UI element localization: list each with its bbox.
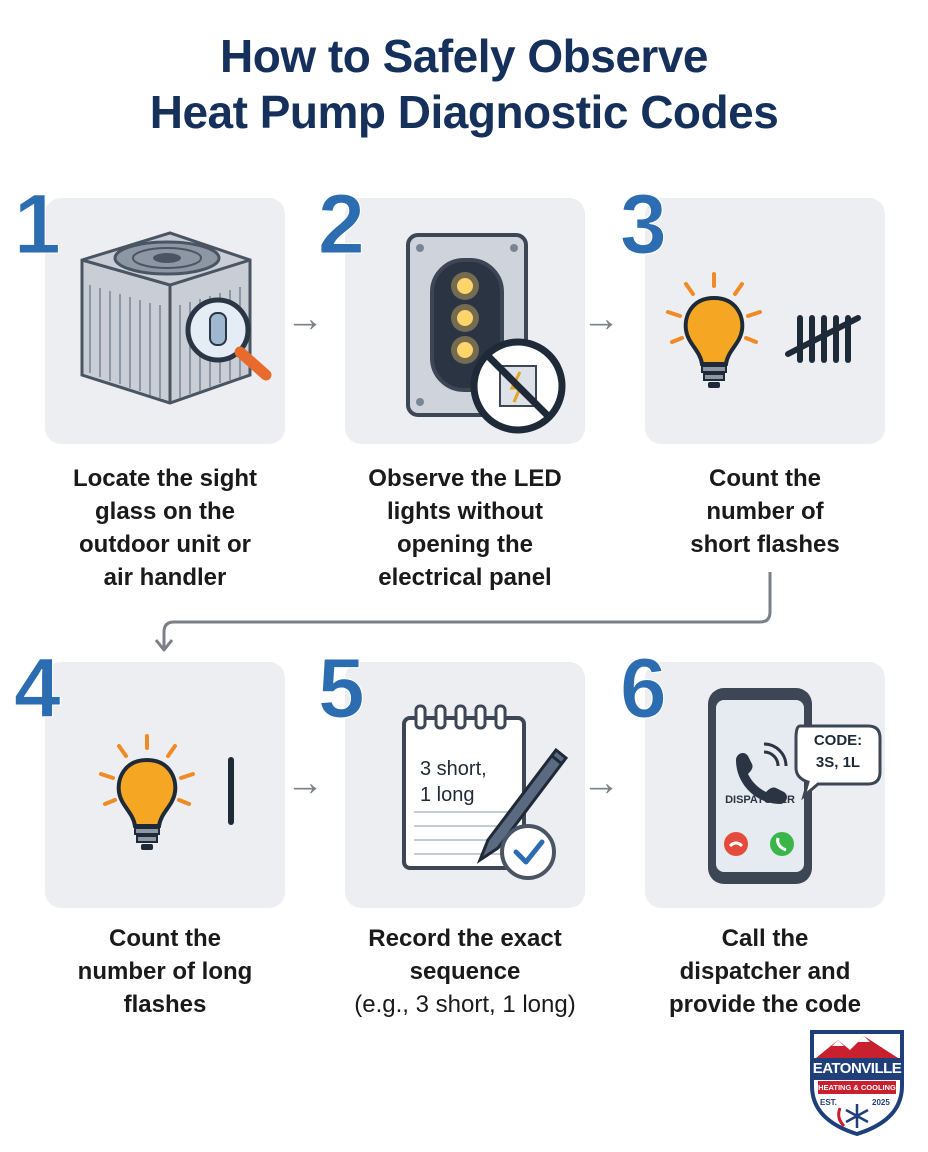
step-4-caption: Count the number of long flashes bbox=[77, 925, 253, 1018]
step-5-caption: Record the exact sequence (e.g., 3 short… bbox=[354, 925, 576, 1018]
code-bubble: CODE: 3S, 1L bbox=[813, 732, 863, 771]
step-1-caption: Locate the sight glass on the outdoor un… bbox=[72, 465, 258, 591]
logo-name: EATONVILLE bbox=[812, 1060, 902, 1077]
arrow-5-to-6: → bbox=[582, 762, 620, 804]
bulb-tally-icon bbox=[666, 272, 861, 388]
note-text: 3 short, 1 long bbox=[420, 758, 487, 806]
outdoor-unit-magnifier-icon bbox=[80, 231, 272, 405]
step-6-caption: Call the dispatcher and provide the code bbox=[668, 925, 862, 1018]
step-5-number: 5 bbox=[318, 641, 366, 735]
step-2-number: 2 bbox=[318, 177, 366, 271]
step-2-caption: Observe the LED lights without opening t… bbox=[368, 465, 562, 591]
connector-arrow-3-to-4 bbox=[154, 572, 772, 652]
phone-label: DISPATCHER bbox=[725, 794, 795, 806]
step-3-number: 3 bbox=[620, 177, 668, 271]
arrow-1-to-2: → bbox=[286, 298, 324, 340]
step-1-number: 1 bbox=[14, 177, 62, 271]
led-panel-no-open-icon bbox=[406, 233, 566, 434]
phone-call-icon: CODE: 3S, 1L DISPATCHER bbox=[700, 686, 890, 886]
bulb-long-flash-icon bbox=[99, 734, 234, 850]
notepad-pen-check-icon: 3 short, 1 long bbox=[380, 700, 580, 890]
logo-tagline: HEATING & COOLING bbox=[818, 1083, 896, 1092]
step-3-caption: Count the number of short flashes bbox=[690, 465, 840, 558]
arrow-4-to-5: → bbox=[286, 762, 324, 804]
logo-year: 2025 bbox=[872, 1098, 890, 1107]
title-line-2: Heat Pump Diagnostic Codes bbox=[149, 86, 779, 138]
step-6-number: 6 bbox=[620, 641, 668, 735]
company-logo: EATONVILLE HEATING & COOLING EST. 2025 bbox=[806, 1024, 908, 1138]
arrow-2-to-3: → bbox=[582, 298, 620, 340]
title-line-1: How to Safely Observe bbox=[220, 30, 709, 82]
page-title: How to Safely Observe Heat Pump Diagnost… bbox=[0, 28, 928, 140]
logo-est: EST. bbox=[820, 1098, 837, 1107]
step-4-number: 4 bbox=[14, 641, 62, 735]
